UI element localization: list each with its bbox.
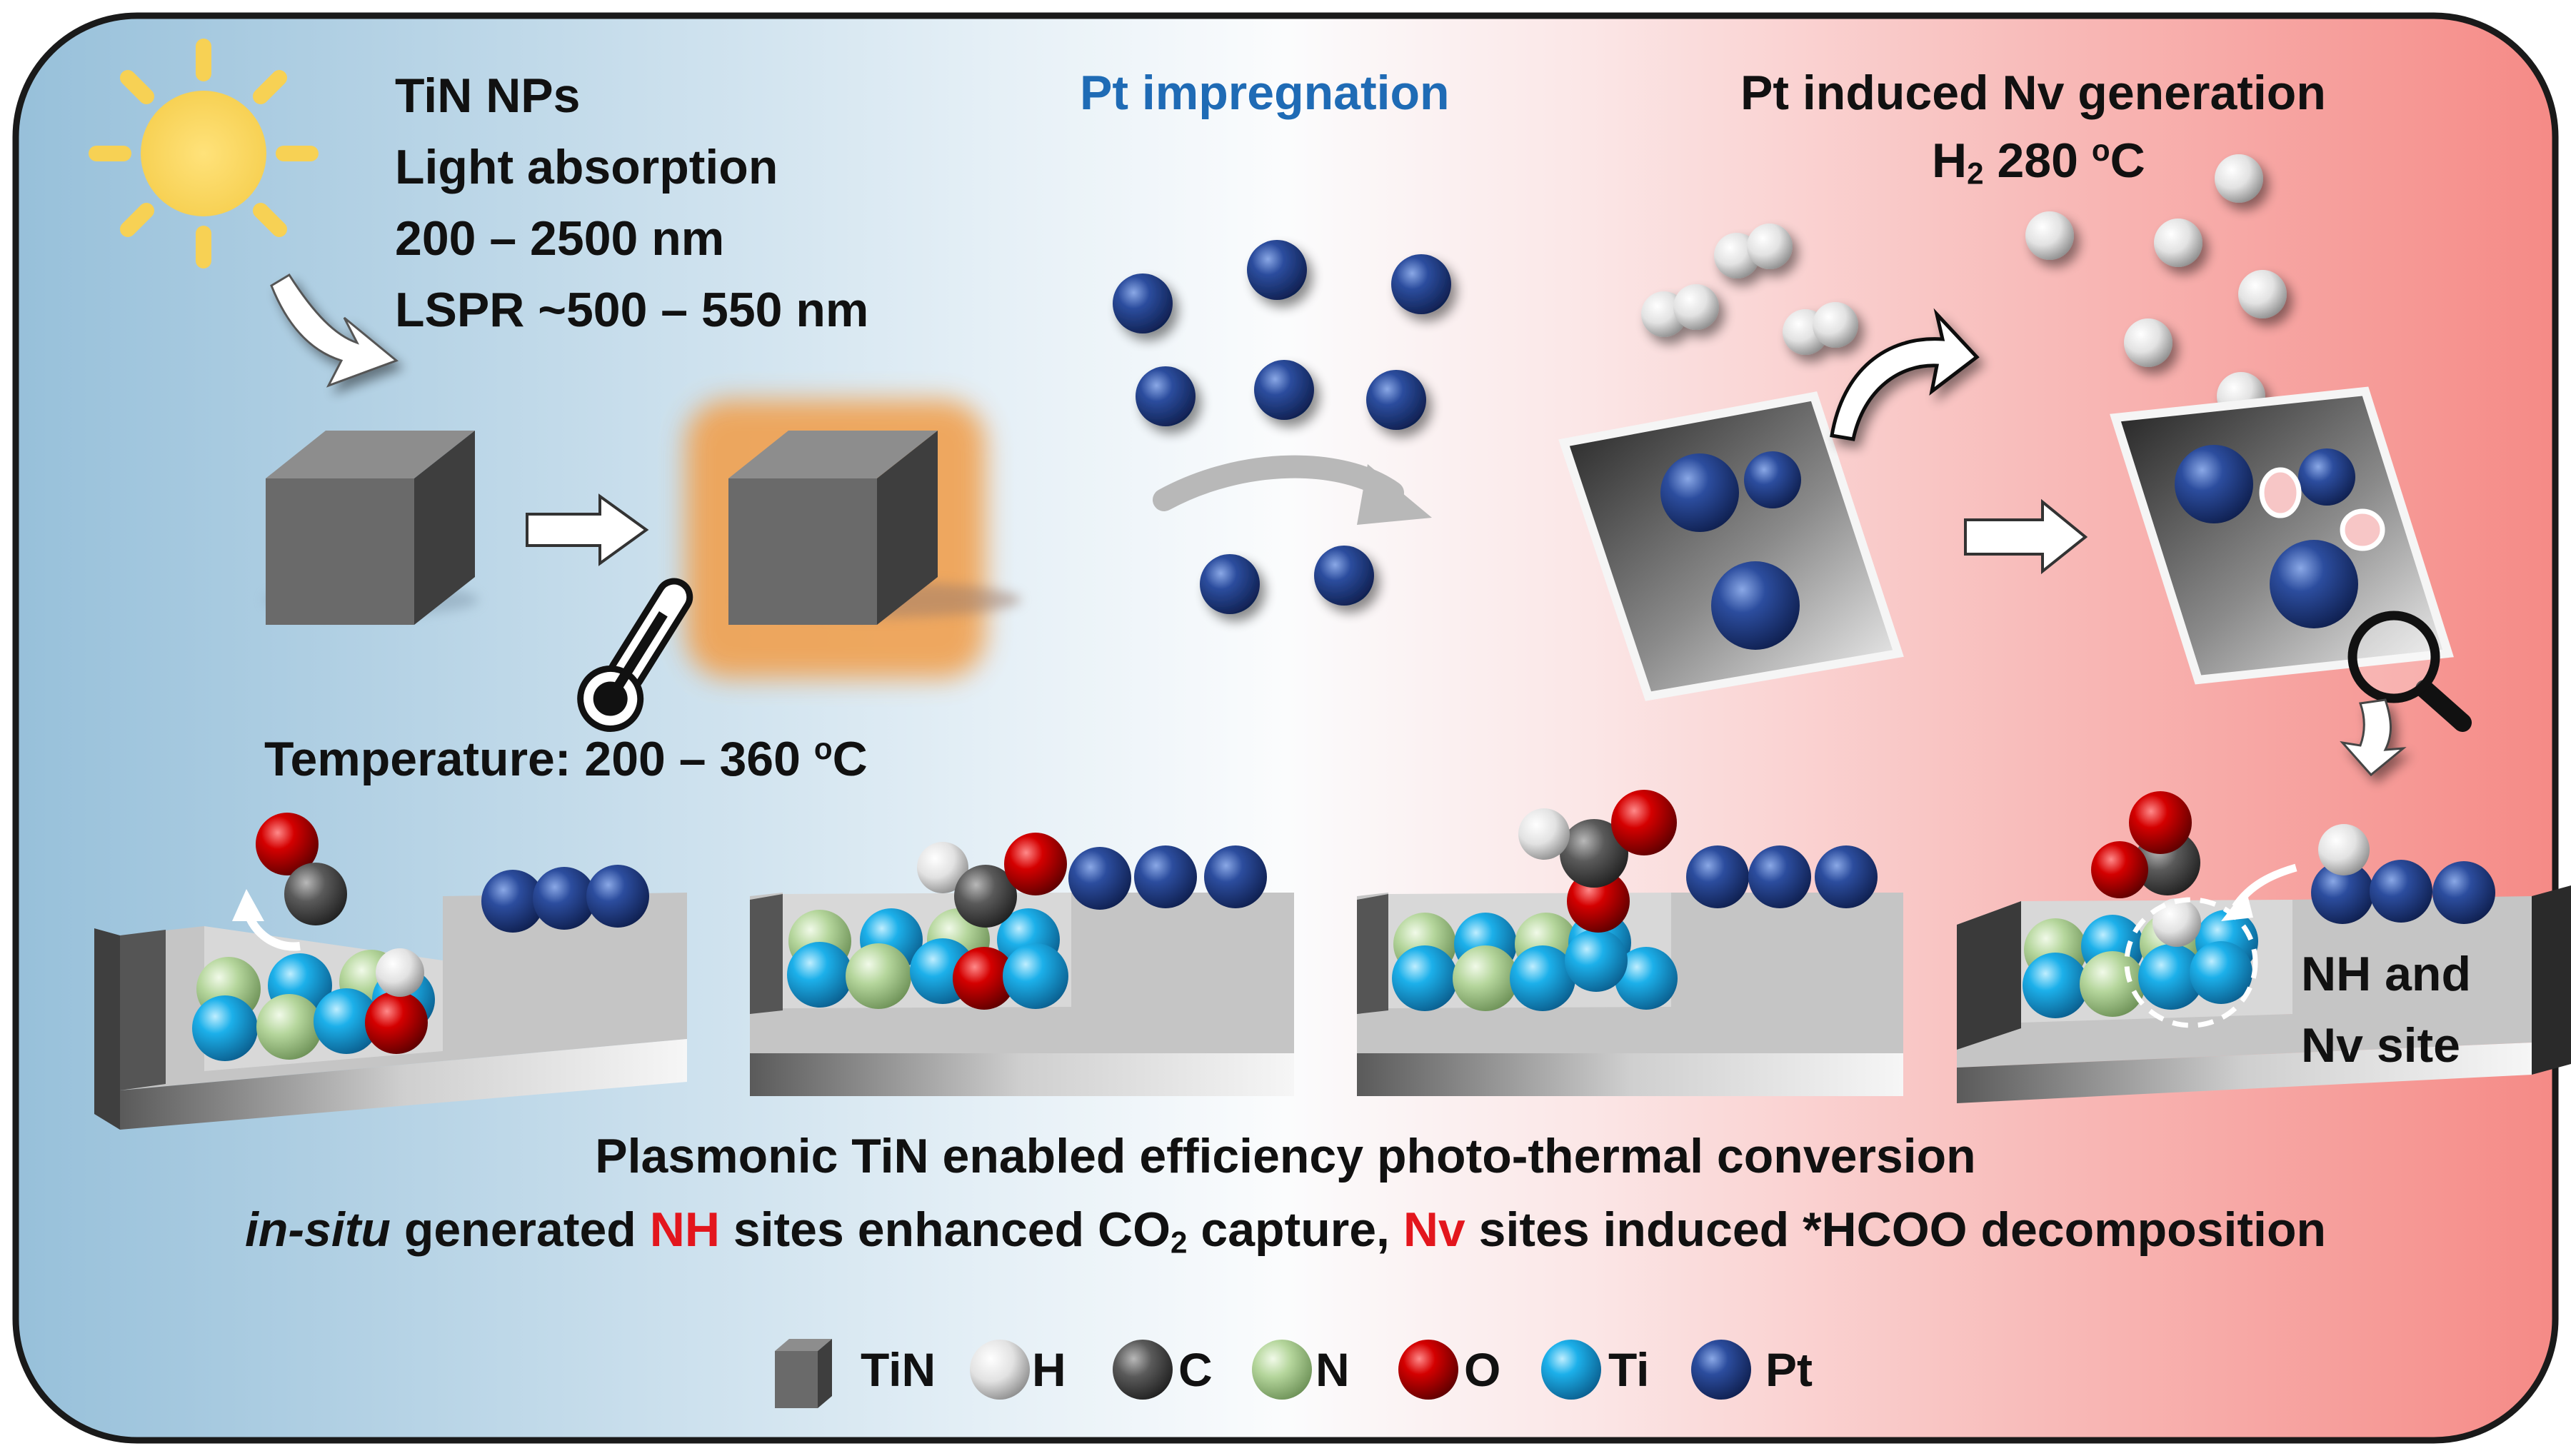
panel1-line-4: LSPR ~500 – 550 nm — [395, 283, 869, 337]
panel3-condition: H2 280 oC — [1932, 134, 2145, 191]
h2-molecules-group — [1641, 224, 1858, 355]
light-arrow-icon — [270, 273, 399, 388]
legend-n-icon — [1252, 1340, 1312, 1400]
thermometer-icon — [577, 578, 693, 732]
legend-o-icon — [1398, 1340, 1458, 1400]
legend-ti-icon — [1541, 1340, 1601, 1400]
magnifier-icon — [2347, 611, 2472, 732]
legend-label-pt: Pt — [1765, 1343, 1813, 1396]
legend-cube-icon — [775, 1339, 832, 1408]
panel2-title: Pt impregnation — [1080, 66, 1450, 120]
legend-label-tin: TiN — [861, 1343, 936, 1396]
sun-icon — [89, 39, 319, 268]
legend-h-icon — [970, 1340, 1030, 1400]
legend-label-ti: Ti — [1608, 1343, 1650, 1396]
legend-pt-icon — [1691, 1340, 1751, 1400]
site-label-line-1: NH and — [2301, 947, 2471, 1001]
summary-line-1: Plasmonic TiN enabled efficiency photo-t… — [595, 1129, 1976, 1183]
tray-stage-3 — [1357, 790, 1903, 1096]
tray-stage-1 — [94, 813, 687, 1130]
legend-icons — [775, 1339, 1751, 1408]
arrow-icon — [526, 493, 649, 566]
zoom-arrow-icon — [2340, 698, 2407, 777]
arrow-icon — [1964, 498, 2088, 575]
panel1-line-2: Light absorption — [395, 140, 778, 194]
impregnation-arrow-icon — [1153, 455, 1432, 525]
h2-dissociation-arrow-icon — [1830, 308, 1980, 441]
tin-cube — [264, 431, 478, 625]
temperature-label: Temperature: 200 – 360 oC — [264, 732, 868, 787]
panel1-line-1: TiN NPs — [395, 69, 581, 123]
legend-label-h: H — [1032, 1343, 1066, 1396]
pt-tin-slab-with-vacancies — [2110, 386, 2454, 685]
panel1-line-3: 200 – 2500 nm — [395, 211, 725, 266]
legend-c-icon — [1113, 1340, 1173, 1400]
panel3-title: Pt induced Nv generation — [1740, 66, 2326, 120]
legend-label-c: C — [1178, 1343, 1213, 1396]
legend-label-o: O — [1464, 1343, 1501, 1396]
pt-on-tin-slab — [1558, 391, 1904, 701]
legend-label-n: N — [1315, 1343, 1350, 1396]
site-label-line-2: Nv site — [2301, 1018, 2460, 1073]
tray-stage-4 — [1957, 791, 2571, 1103]
heated-tin-cube — [686, 400, 1021, 678]
summary-line-2: in-situ generated NH sites enhanced CO2 … — [244, 1203, 2327, 1260]
tray-stage-2 — [750, 833, 1294, 1096]
